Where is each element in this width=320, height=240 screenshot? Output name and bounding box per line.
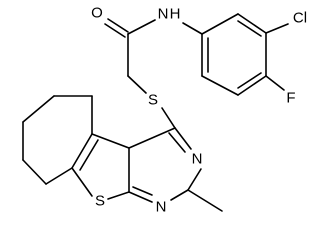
bond-n3-c2 [187,168,202,191]
bond-c3a-c7b-double [79,139,99,171]
chemical-structure-diagram: O N H Cl F S S N N [22,5,307,216]
bond-aryl-4-5-double [237,72,262,89]
bond-carbonyl-c-n [127,19,156,35]
atom-o-label: O [91,5,103,22]
atom-n3-label: N [192,151,203,168]
bond-aryl-cl [265,23,289,34]
atom-s-thioether-label: S [148,92,158,109]
bond-aryl-1-2 [201,13,239,35]
bond-aryl-2-3 [237,13,267,34]
bond-aryl-4-5 [237,75,267,96]
atom-o: O [91,5,103,22]
bond-c4-n3 [174,127,192,150]
bond-s-c4 [161,107,176,129]
bond-aryl-5-6 [201,75,239,96]
atom-f: F [286,90,295,107]
bond-c7b-s [71,167,93,197]
atom-n-amide-label: N [158,6,169,23]
bond-c2-n1 [170,189,189,201]
bond-c4a-c4 [128,127,176,149]
atom-label-layer: O N H Cl F S S N N [91,5,307,216]
bond-c2-methyl [187,189,223,212]
bond-ch2d-ch2e [22,159,47,185]
atom-n1-label: N [156,199,167,216]
bond-carbonyl-c-o [107,18,129,33]
bond-aryl-f [265,75,285,91]
bond-c4-n3-double [168,132,186,153]
bond-carbonyl-c-o-double [104,23,126,38]
bond-ch2e-c7b [45,167,73,185]
atom-n3: N [192,151,203,168]
bond-aryl-2-3-double [237,20,262,37]
bond-ch2-s [127,75,147,94]
atom-f-label: F [286,90,295,107]
atom-nh: N H [158,6,181,23]
atom-h-amide-label: H [170,6,181,23]
bond-n1-c7a-double [132,186,153,196]
bond-layer [22,13,289,212]
bond-s-c7a [107,191,130,200]
bond-n-aryl [182,22,203,35]
bond-c4a-c3a [91,133,130,149]
bond-n1-c7a [128,191,153,203]
atom-s-thiophene-label: S [95,193,105,210]
atom-s-thiophene: S [95,193,105,210]
atom-cl-label: Cl [293,10,307,27]
atom-cl: Cl [293,10,307,27]
atom-n1: N [156,199,167,216]
bond-ch2b-ch2c [22,95,55,123]
bond-c3a-c7b [71,133,93,169]
structure-canvas: O N H Cl F S S N N [22,4,308,216]
atom-s-thioether: S [148,92,158,109]
